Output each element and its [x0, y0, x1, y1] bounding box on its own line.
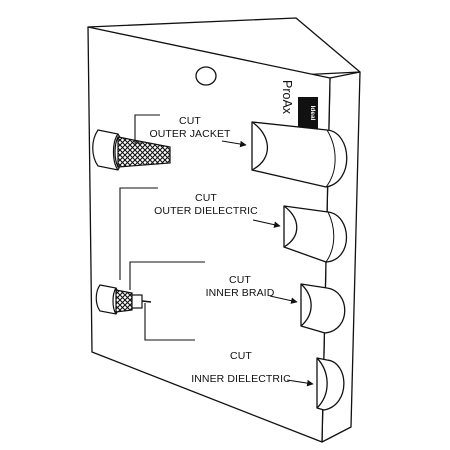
label-inner-braid-line1: CUT: [229, 274, 251, 286]
brand-logo: Ideal: [298, 97, 318, 129]
label-outer-jacket-line1: CUT: [179, 115, 201, 127]
coax-cable-upper: [92, 129, 171, 171]
brand-name: ProAx: [280, 80, 294, 115]
mounting-hole: [195, 66, 217, 86]
cable-braid-lower: [115, 289, 133, 313]
leader-outer-dielectric: [119, 187, 158, 280]
cable-center-conductor: [141, 300, 152, 303]
label-outer-dielectric-line2: OUTER DIELECTRIC: [154, 205, 258, 217]
label-outer-dielectric: CUT OUTER DIELECTRIC: [154, 192, 258, 217]
slot-outer-dielectric: [283, 205, 348, 263]
arrow-outer-dielectric: [252, 219, 281, 228]
label-outer-jacket: CUT OUTER JACKET: [149, 115, 231, 140]
slot-inner-braid: [300, 283, 346, 334]
leader-inner-dielectric: [144, 303, 195, 341]
brand-logo-text: Ideal: [309, 106, 316, 121]
arrow-inner-braid: [269, 295, 298, 304]
arrow-outer-jacket: [221, 140, 247, 148]
arrow-inner-dielectric: [286, 379, 314, 387]
slot-outer-jacket: [251, 121, 348, 188]
cable-dielectric-lower: [131, 294, 143, 309]
label-outer-jacket-line2: OUTER JACKET: [149, 128, 231, 140]
label-inner-braid: CUT INNER BRAID: [206, 274, 275, 299]
label-inner-dielectric-line1: CUT: [230, 350, 252, 362]
leader-outer-jacket: [134, 114, 160, 144]
label-inner-dielectric-line2: INNER DIELECTRIC: [191, 373, 291, 385]
leader-inner-braid: [129, 261, 205, 290]
cable-braid-upper: [117, 136, 171, 168]
label-inner-braid-line2: INNER BRAID: [206, 287, 275, 299]
label-outer-dielectric-line1: CUT: [195, 192, 217, 204]
cable-jacket-cut-edge: [112, 133, 119, 171]
slot-inner-dielectric: [316, 357, 345, 411]
coax-cable-lower: [95, 284, 152, 315]
label-inner-dielectric: CUT INNER DIELECTRIC: [191, 350, 291, 385]
